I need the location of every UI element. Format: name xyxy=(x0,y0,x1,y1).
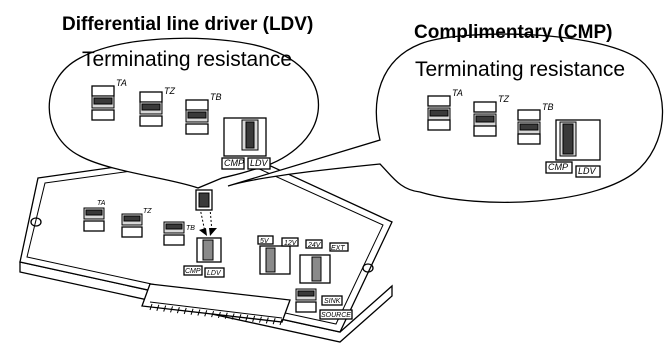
connector-pin xyxy=(211,310,215,318)
connector-pin xyxy=(183,307,187,315)
connector-pin xyxy=(252,315,256,323)
connector-pin xyxy=(238,314,242,321)
connector-pin xyxy=(245,314,249,322)
left-jumper-ta: TA xyxy=(91,78,127,121)
mounting-hole-right xyxy=(362,263,374,273)
connector-pin xyxy=(156,304,160,311)
board-sink-source-jumper: SINK SOURCE xyxy=(295,288,353,320)
svg-text:LDV: LDV xyxy=(207,270,222,277)
svg-text:TB: TB xyxy=(186,225,195,232)
left-jumper-tz: TZ xyxy=(139,86,175,127)
right-jumper-tb: TB xyxy=(517,102,554,145)
mounting-hole-left xyxy=(30,217,42,227)
board-cmp-ldv-switch: CMP LDV xyxy=(183,237,225,278)
svg-text:CMP: CMP xyxy=(548,162,568,172)
connector-pin xyxy=(163,305,167,312)
board-jumper-tb: TB xyxy=(163,221,195,246)
board-jumper-tz: TZ xyxy=(121,208,152,238)
svg-text:TZ: TZ xyxy=(164,86,175,96)
svg-text:5V: 5V xyxy=(260,238,270,245)
arrow-down-right-icon xyxy=(209,228,217,236)
left-jumper-tb: TB xyxy=(185,92,222,135)
left-callout-title: Differential line driver (LDV) xyxy=(62,14,313,35)
connector-pin xyxy=(176,306,180,314)
connector-pin xyxy=(197,309,201,316)
right-cmp-ldv-switch: CMP LDV xyxy=(545,119,601,178)
svg-text:CMP: CMP xyxy=(185,268,201,275)
svg-text:TA: TA xyxy=(452,88,463,98)
svg-text:TA: TA xyxy=(97,200,106,207)
arrow-down-left-icon xyxy=(199,228,207,236)
right-callout-title: Complimentary (CMP) xyxy=(414,22,612,43)
svg-text:24V: 24V xyxy=(307,242,322,249)
right-callout: Complimentary (CMP) Terminating resistan… xyxy=(227,22,664,203)
svg-text:LDV: LDV xyxy=(250,158,269,168)
svg-text:12V: 12V xyxy=(284,240,298,247)
board-power-switches: 5V 12V 24V EXT xyxy=(257,235,349,284)
svg-text:TA: TA xyxy=(116,78,127,88)
right-callout-subtitle: Terminating resistance xyxy=(415,58,625,81)
encoder-board: TA TZ TB CMP LDV xyxy=(19,149,393,343)
connector-pin xyxy=(279,318,283,326)
connector-pin xyxy=(258,316,262,323)
connector-pin xyxy=(170,306,174,313)
svg-text:TB: TB xyxy=(542,102,554,112)
connector-pin xyxy=(217,311,221,319)
connector-pin xyxy=(265,317,269,324)
connector-pin xyxy=(231,313,235,320)
right-jumper-tz: TZ xyxy=(473,94,509,137)
connector-pin xyxy=(272,318,276,325)
board-jumper-ta: TA xyxy=(83,200,106,232)
svg-text:SINK: SINK xyxy=(324,298,341,305)
svg-text:CMP: CMP xyxy=(224,158,244,168)
svg-text:EXT: EXT xyxy=(331,245,345,252)
right-jumper-ta: TA xyxy=(427,88,463,131)
svg-text:SOURCE: SOURCE xyxy=(321,312,351,319)
board-connector xyxy=(141,283,291,326)
left-callout-subtitle: Terminating resistance xyxy=(82,48,292,71)
connector-pin xyxy=(190,308,194,315)
svg-text:TZ: TZ xyxy=(498,94,509,104)
connector-pin xyxy=(149,303,153,311)
connector-pin xyxy=(204,310,208,317)
svg-text:LDV: LDV xyxy=(578,166,597,176)
svg-text:TB: TB xyxy=(210,92,222,102)
connector-pin xyxy=(224,312,228,319)
svg-text:TZ: TZ xyxy=(143,208,152,215)
left-callout: Differential line driver (LDV) Terminati… xyxy=(48,14,320,189)
left-cmp-ldv-switch: CMP LDV xyxy=(221,117,271,170)
